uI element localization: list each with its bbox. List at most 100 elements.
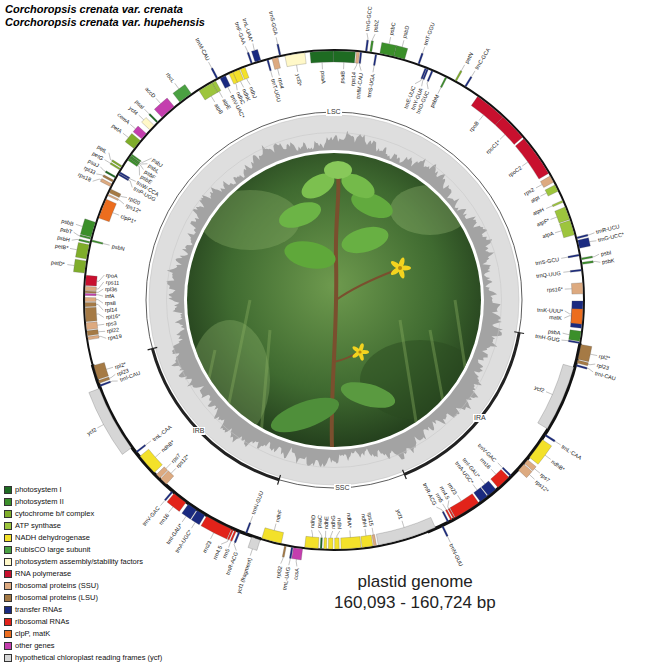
gene-box — [149, 113, 158, 122]
gene-box — [570, 301, 583, 328]
leader-line — [96, 300, 103, 304]
legend-swatch — [4, 510, 12, 518]
gene-box — [272, 57, 280, 69]
leader-line — [139, 115, 144, 120]
leader-line — [229, 541, 231, 548]
region-tick — [278, 475, 281, 485]
gene-box — [552, 201, 563, 207]
gene-box — [570, 269, 581, 272]
gene-box — [85, 298, 96, 302]
leader-line — [175, 83, 179, 89]
gene-box — [292, 548, 303, 560]
legend-text: photosystem II — [15, 497, 64, 507]
gene-box — [440, 77, 446, 88]
legend-text: ribosomal proteins (LSU) — [15, 593, 98, 603]
leader-line — [221, 540, 228, 544]
gene-track — [67, 33, 600, 566]
gene-label: psbM — [429, 94, 440, 109]
gene-label: trnS-UGA — [365, 74, 375, 99]
gene-box — [89, 389, 131, 455]
gene-label: rrn16 — [157, 512, 170, 526]
leader-line — [111, 381, 118, 383]
gene-label: ycf2 — [534, 384, 546, 394]
gene-box — [85, 275, 97, 286]
region-label: IRB — [192, 427, 206, 435]
gene-label: trnT-GGU — [423, 21, 437, 45]
gene-box — [154, 98, 174, 117]
gene-label: rrn5 — [221, 548, 230, 559]
leader-line — [561, 257, 568, 258]
gene-box — [333, 51, 355, 63]
gene-box — [373, 54, 377, 65]
gene-label: psaC — [316, 515, 323, 528]
gene-label: ndhD — [309, 515, 316, 529]
leader-line — [250, 549, 252, 556]
leader-line — [372, 528, 373, 535]
leader-line — [156, 98, 161, 103]
gene-box — [576, 365, 587, 370]
leader-line — [141, 158, 152, 162]
leader-line — [491, 469, 496, 474]
gene-label: rpl36 — [105, 286, 118, 293]
gene-label: psbT — [59, 226, 72, 235]
gene-box — [247, 52, 252, 63]
legend-text: photosystem I — [15, 485, 62, 495]
leader-line — [106, 367, 113, 369]
leader-line — [587, 368, 593, 372]
leader-line — [561, 340, 568, 342]
gene-box — [128, 158, 138, 166]
ir-arc — [152, 349, 279, 480]
leader-line — [536, 185, 542, 188]
leader-line — [96, 314, 103, 317]
leader-line — [402, 40, 404, 47]
leader-line — [145, 441, 151, 445]
leader-line — [109, 374, 115, 378]
gene-box — [545, 434, 555, 441]
legend-swatch — [4, 558, 12, 566]
gene-box — [519, 464, 533, 477]
gene-label: ycf1 (fragment) — [235, 557, 252, 594]
legend-swatch — [4, 570, 12, 578]
leader-line — [438, 87, 441, 93]
leader-line — [473, 485, 477, 491]
gene-box — [108, 194, 119, 200]
region-label: SSC — [334, 484, 350, 492]
gene-label: infA — [105, 293, 115, 299]
region-tick — [148, 347, 158, 350]
gene-box — [578, 345, 592, 362]
leader-line — [155, 453, 160, 458]
gene-box — [545, 185, 558, 196]
leader-line — [534, 469, 539, 473]
gene-label: psbK — [602, 257, 615, 265]
leader-line — [479, 115, 483, 120]
gene-label: trnK-UUU* — [537, 307, 563, 314]
leader-line — [67, 264, 74, 266]
gene-label: ycf2 — [85, 426, 97, 436]
legend-swatch — [4, 654, 12, 662]
gene-label: petN — [463, 51, 474, 64]
legend-text: clpP, matK — [15, 629, 50, 639]
gene-label: rpl32 — [275, 565, 283, 578]
leader-line — [443, 504, 447, 510]
leader-line — [74, 232, 80, 235]
leader-line — [171, 468, 176, 473]
legend-swatch — [4, 618, 12, 626]
gene-box — [211, 68, 218, 79]
legend-text: RubisCO large subunit — [15, 545, 90, 555]
gene-label: trnN-GUU — [250, 490, 264, 515]
gene-label: psbC — [388, 22, 397, 36]
leader-line — [422, 79, 424, 86]
gene-label: ndhA* — [346, 513, 353, 528]
gene-box — [320, 538, 322, 549]
leader-line — [545, 455, 551, 459]
legend-text: NADH dehydrogenase — [15, 533, 90, 543]
legend-text: RNA polymerase — [15, 569, 71, 579]
leader-line — [211, 96, 215, 102]
leader-line — [113, 213, 120, 216]
caption: plastid genome — [358, 572, 473, 592]
leader-line — [274, 524, 276, 531]
gc-histogram — [167, 131, 503, 468]
legend-swatch — [4, 606, 12, 614]
gene-label: ndhI — [336, 518, 342, 529]
ir-arc — [404, 333, 519, 475]
